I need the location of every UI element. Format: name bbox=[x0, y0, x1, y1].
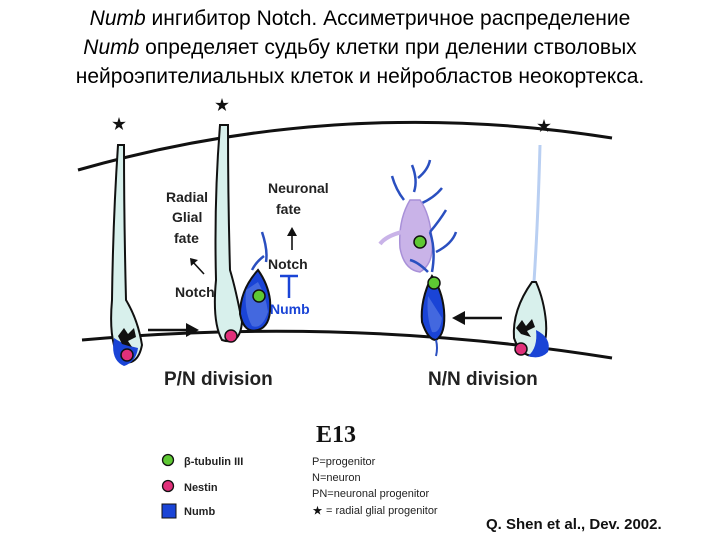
arrow-left-icon bbox=[452, 311, 502, 325]
inhibit-bar-icon bbox=[280, 274, 298, 298]
radial-glia-cell-right bbox=[512, 144, 549, 358]
title-line-3: нейроэпителиальных клеток и нейробластов… bbox=[75, 65, 645, 88]
label-glial: Glial bbox=[172, 209, 202, 225]
radial-glia-cell-center bbox=[213, 124, 244, 343]
star-icon bbox=[215, 98, 229, 111]
legend-label-nestin: Nestin bbox=[184, 482, 218, 494]
neuron-violet bbox=[378, 159, 443, 273]
arrow-right-icon bbox=[148, 323, 199, 337]
label-pn-division: P/N division bbox=[164, 369, 273, 390]
label-neuronal: Neuronal bbox=[268, 180, 329, 196]
tubulin-marker bbox=[413, 235, 427, 249]
label-neuronal-fate: fate bbox=[276, 201, 301, 217]
definition-neuron: N=neuron bbox=[312, 472, 361, 484]
arrow-up-left-icon bbox=[190, 258, 205, 275]
label-radial: Radial bbox=[166, 189, 208, 205]
legend-swatch-nestin bbox=[161, 479, 175, 493]
radial-glia-cell-left bbox=[110, 144, 144, 366]
neuronal-progenitor-cell bbox=[238, 231, 272, 332]
label-numb: Numb bbox=[270, 301, 310, 317]
label-nn-division: N/N division bbox=[428, 369, 538, 390]
label-fate: fate bbox=[174, 230, 199, 246]
star-icon bbox=[312, 505, 323, 515]
title-line-2: Numb определяет судьбу клетки при делени… bbox=[83, 36, 637, 59]
citation: Q. Shen et al., Dev. 2002. bbox=[486, 516, 662, 533]
legend-swatch-numb bbox=[161, 503, 177, 519]
arrow-up-icon bbox=[287, 227, 297, 250]
tubulin-marker bbox=[252, 289, 266, 303]
definition-radial-glial: = radial glial progenitor bbox=[326, 505, 438, 517]
definitions: P=progenitor N=neuron PN=neuronal progen… bbox=[312, 456, 438, 517]
stage-label: E13 bbox=[316, 422, 356, 448]
definition-neuronal-progenitor: PN=neuronal progenitor bbox=[312, 488, 429, 500]
pial-surface-line bbox=[77, 120, 613, 172]
label-notch-left: Notch bbox=[175, 284, 215, 300]
label-notch-center: Notch bbox=[268, 256, 308, 272]
nestin-marker bbox=[224, 329, 238, 343]
definition-progenitor: P=progenitor bbox=[312, 456, 376, 468]
star-icon bbox=[112, 117, 126, 130]
legend-label-tubulin: β-tubulin III bbox=[184, 456, 243, 468]
nestin-marker bbox=[514, 342, 528, 356]
legend-swatch-tubulin bbox=[161, 453, 175, 467]
neuron-blue bbox=[409, 209, 458, 357]
slide-title: Numb ингибитор Notch. Ассиметричное расп… bbox=[0, 4, 720, 91]
tubulin-marker bbox=[427, 276, 441, 290]
title-line-1: Numb ингибитор Notch. Ассиметричное расп… bbox=[89, 7, 631, 30]
nestin-marker bbox=[120, 348, 134, 362]
legend: β-tubulin III Nestin Numb bbox=[161, 453, 243, 519]
legend-label-numb: Numb bbox=[184, 506, 215, 518]
